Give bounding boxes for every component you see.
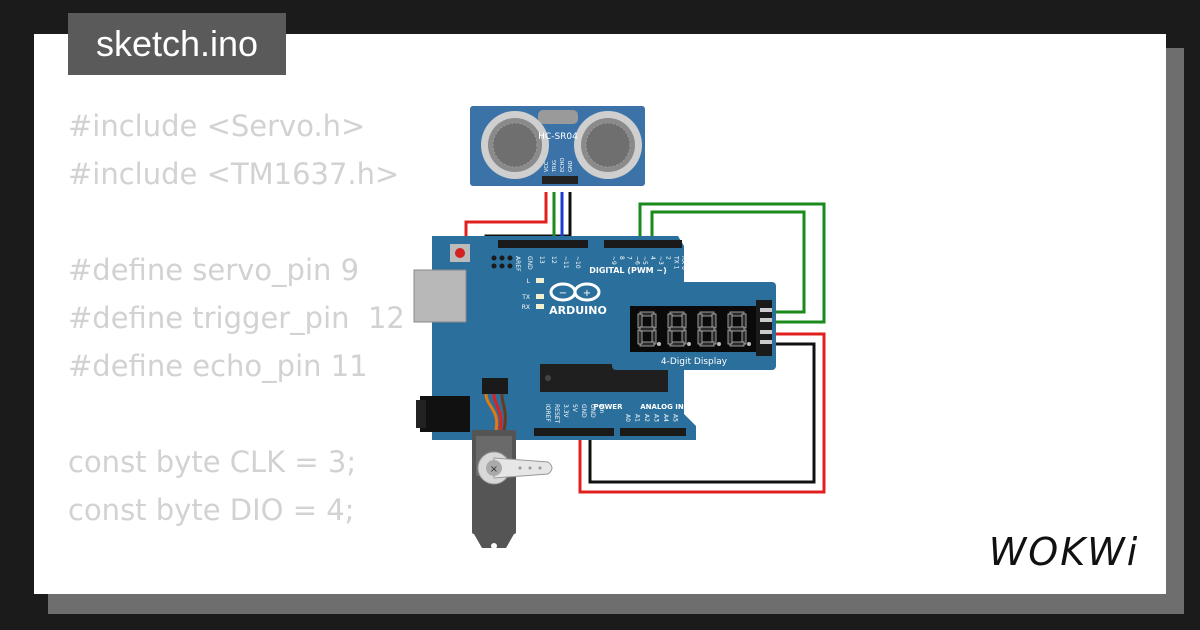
usb-port [413,269,467,323]
display-label: 4-Digit Display [661,357,728,367]
servo-connector [482,378,508,394]
top-pin-label: AREF [514,256,521,272]
led-indicator [536,294,544,299]
sketch-title: sketch.ino [68,13,286,75]
power-pin-label: RESET [553,404,560,424]
top-pin-label: ~10 [574,256,581,269]
arduino-logo-icon: − + [549,282,601,302]
top-pin-label: 12 [550,256,557,264]
top-pin-label: ~11 [562,256,569,269]
led-label: RX [522,304,530,311]
top-pin-label: ~3 [657,256,664,265]
svg-text:−: − [559,288,567,299]
led-indicator [536,304,544,309]
power-pin-label: Vin [598,404,605,414]
top-pin-label: 2 [665,256,672,260]
power-label: POWER [594,403,624,411]
brand-text: WOKWi [989,530,1140,574]
display-digit [727,311,751,347]
led-label: TX [521,294,530,301]
analog-pin-label: A0 [624,414,631,422]
top-pin-label: 7 [626,256,633,260]
code-line: #include <TM1637.h> [68,157,400,191]
code-line: #define servo_pin 9 [68,253,360,287]
power-pin-label: 5V [571,404,578,413]
top-pin-label: 13 [538,256,545,264]
top-pin-label: GND [526,256,533,270]
power-jack [420,396,470,432]
analog-pin-label: A1 [634,414,641,422]
top-pin-label: RX 0 [680,256,687,270]
servo-motor-icon[interactable]: × [472,378,553,549]
analog-pin-label: A2 [643,414,650,422]
top-pin-label: TX 1 [672,255,679,270]
code-line: const byte DIO = 4; [68,493,355,527]
code-line: #include <Servo.h> [68,109,366,143]
code-preview: #include <Servo.h> #include <TM1637.h> #de… [68,102,405,594]
sensor-label: HC-SR04 [538,132,578,142]
display-digit [667,311,691,347]
svg-text:+: + [583,288,591,299]
code-line: const byte CLK = 3; [68,445,357,479]
power-pin-label: GND [589,404,596,418]
display-digit [637,311,661,347]
wire-green-clk [638,202,826,324]
sensor-pin-label: TRIG [552,160,558,173]
top-pin-label: 8 [618,256,625,260]
led-label: L [527,278,531,285]
led-indicator [536,278,544,283]
top-pin-label: ~5 [641,256,648,265]
power-pin-label: 3.3V [562,404,569,419]
seven-segment-display-icon[interactable]: 4-Digit Display [612,282,776,370]
wire-green-dio [650,210,806,314]
arduino-logo-text: ARDUINO [549,304,607,317]
code-line: #define trigger_pin 12 [68,301,405,335]
code-line: #define echo_pin 11 [68,349,368,383]
digital-label: DIGITAL (PWM ~) [589,266,667,275]
power-pin-label: GND [580,404,587,418]
top-pin-label: ~6 [633,256,640,265]
sensor-pin-label: ECHO [560,158,566,172]
analog-pin-label: A5 [672,414,679,422]
analog-pin-label: A3 [653,414,660,422]
sensor-pin-label: VCC [544,161,550,172]
display-digit [697,311,721,347]
code-line: S [68,582,405,594]
sensor-pin-label: GND [568,160,574,172]
power-pin-label: IOREF [544,404,551,422]
analog-label: ANALOG IN [640,403,684,411]
analog-pin-label: A4 [662,414,669,422]
svg-text:×: × [490,464,498,475]
wokwi-logo-icon: WOKWi [989,530,1140,574]
top-pin-label: 4 [649,256,656,260]
top-pin-label: ~9 [610,256,617,265]
